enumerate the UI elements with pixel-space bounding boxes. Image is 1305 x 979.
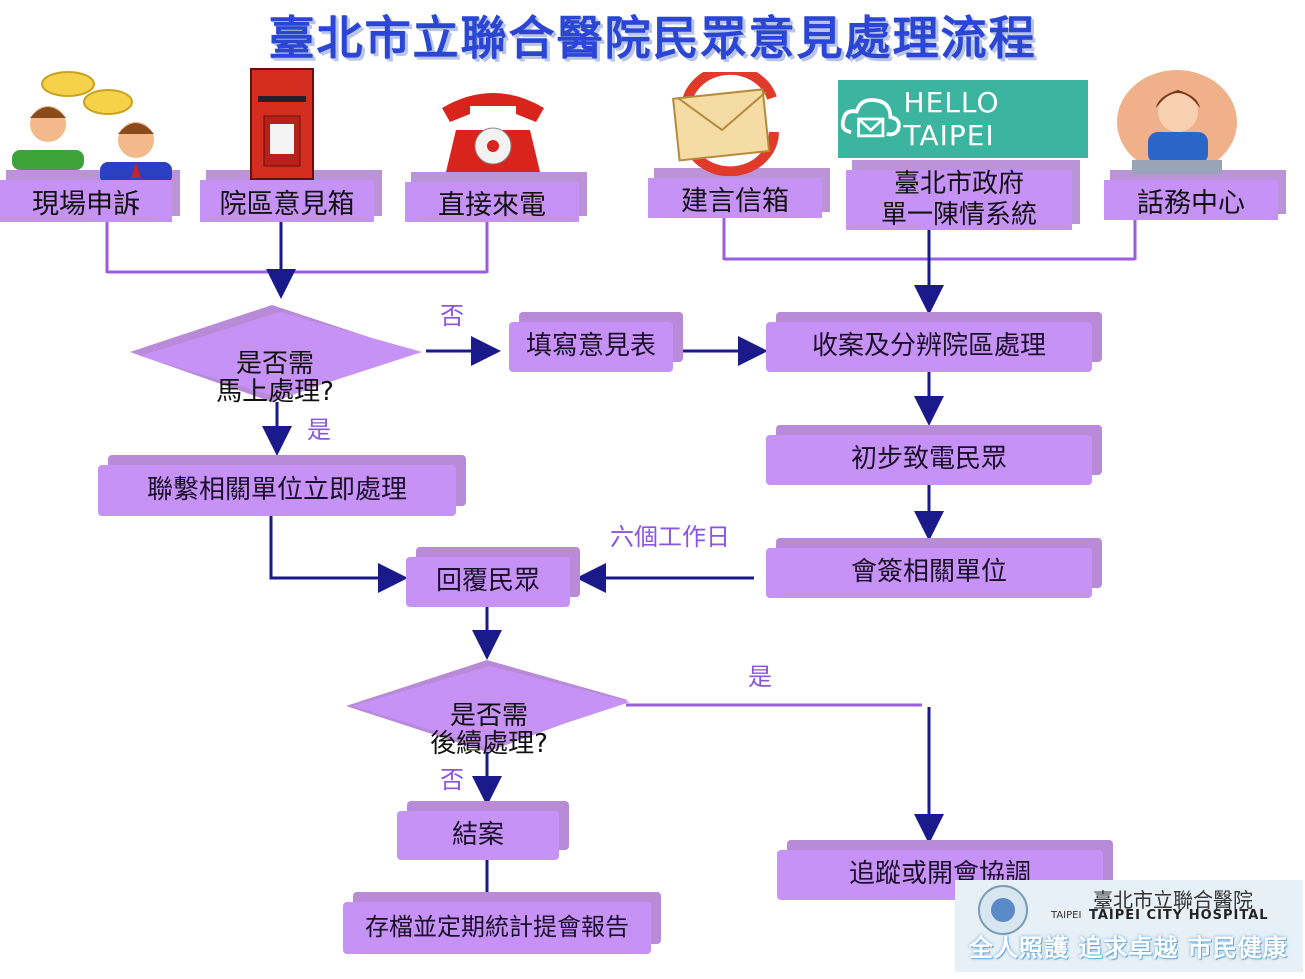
reply-citizen-box: 回覆民眾	[406, 547, 580, 607]
source-city-petition-system: 臺北市政府 單一陳情系統	[846, 160, 1080, 230]
yes-label-1: 是	[307, 416, 331, 444]
logo-slogan: 全人照護 追求卓越 市民健康	[969, 934, 1288, 962]
source-city-petition-system-label: 臺北市政府 單一陳情系統	[880, 168, 1037, 230]
yes-label-2: 是	[748, 663, 772, 691]
source-on-site-complaint: 現場申訴	[0, 170, 180, 222]
no-label-1: 否	[440, 302, 464, 330]
call-citizen-box: 初步致電民眾	[766, 425, 1102, 485]
decision-immediate-label: 是否需 馬上處理?	[216, 349, 334, 407]
countersign-box: 會簽相關單位	[766, 538, 1102, 598]
source-suggestion-box: 院區意見箱	[200, 170, 382, 222]
close-case-box: 結案	[397, 801, 569, 860]
decision-follow-up: 是否需 後續處理?	[394, 676, 584, 758]
receive-case-box: 收案及分辨院區處理	[766, 312, 1102, 372]
people-talking-icon	[8, 66, 178, 184]
decision-follow-up-label: 是否需 後續處理?	[430, 701, 548, 759]
hospital-logo: TAIPEI 臺北市立聯合醫院 TAIPEI CITY HOSPITAL 全人照…	[955, 880, 1303, 972]
telephone-icon	[436, 84, 550, 176]
decision-immediate: 是否需 馬上處理?	[180, 324, 370, 406]
call-center-agent-icon	[1112, 68, 1242, 180]
source-suggestion-mailbox: 建言信箱	[648, 168, 830, 218]
logo-name-zh: 臺北市立聯合醫院	[1093, 888, 1253, 912]
contact-units-box: 聯繫相關單位立即處理	[98, 455, 466, 516]
hello-taipei-logo: HELLO TAIPEI	[838, 80, 1088, 158]
page-title: 臺北市立聯合醫院民眾意見處理流程	[268, 11, 1037, 65]
mailbox-icon	[250, 68, 314, 180]
source-call-center: 話務中心	[1104, 170, 1286, 220]
fill-form-box: 填寫意見表	[509, 312, 683, 372]
logo-name-en: TAIPEI CITY HOSPITAL	[1089, 908, 1269, 923]
archive-report-box: 存檔並定期統計提會報告	[343, 892, 661, 954]
logo-taipei-text: TAIPEI	[1051, 910, 1082, 921]
cloud-mail-icon	[840, 98, 901, 138]
six-working-days-label: 六個工作日	[610, 523, 730, 551]
no-label-2: 否	[440, 766, 464, 794]
source-direct-call: 直接來電	[405, 172, 587, 222]
hospital-emblem-icon	[978, 885, 1028, 935]
email-icon	[668, 64, 788, 177]
hello-taipei-text: HELLO TAIPEI	[903, 86, 1000, 152]
